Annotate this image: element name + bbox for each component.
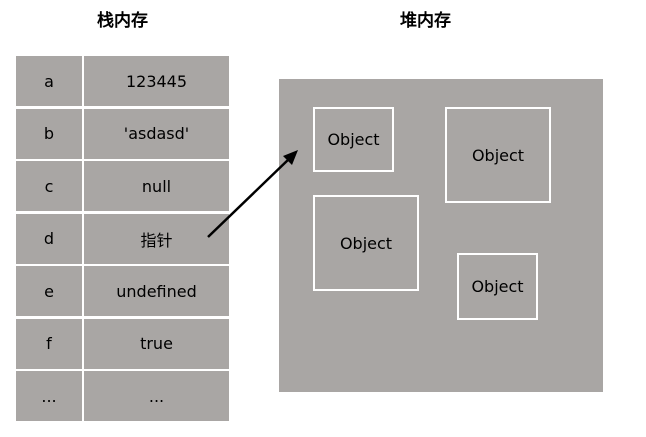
stack-row-f: f true (16, 318, 229, 369)
stack-key-cell: a (16, 56, 82, 106)
stack-key-cell: b (16, 108, 82, 159)
stack-row-a: a 123445 (16, 56, 229, 106)
stack-key-cell: d (16, 213, 82, 264)
heap-object-box: Object (313, 107, 394, 172)
stack-pointer-cell: 指针 (84, 213, 229, 264)
heap-memory-area: Object Object Object Object (279, 79, 603, 392)
heap-memory-title: 堆内存 (400, 11, 451, 31)
stack-row-c: c null (16, 161, 229, 211)
heap-object-box: Object (457, 253, 538, 320)
stack-row-d: d 指针 (16, 213, 229, 264)
stack-row-ellipsis: ... ... (16, 371, 229, 421)
stack-value-cell: 'asdasd' (84, 108, 229, 159)
stack-key-cell: e (16, 266, 82, 316)
stack-key-cell: ... (16, 371, 82, 421)
stack-value-cell: 123445 (84, 56, 229, 106)
stack-key-cell: f (16, 318, 82, 369)
stack-value-cell: null (84, 161, 229, 211)
stack-value-cell: ... (84, 371, 229, 421)
stack-value-cell: true (84, 318, 229, 369)
heap-object-box: Object (445, 107, 551, 203)
stack-row-e: e undefined (16, 266, 229, 316)
heap-object-box: Object (313, 195, 419, 291)
stack-key-cell: c (16, 161, 82, 211)
stack-value-cell: undefined (84, 266, 229, 316)
stack-memory-title: 栈内存 (97, 11, 148, 31)
stack-memory-table: a 123445 b 'asdasd' c null d 指针 e undefi… (16, 56, 229, 424)
stack-row-b: b 'asdasd' (16, 108, 229, 159)
